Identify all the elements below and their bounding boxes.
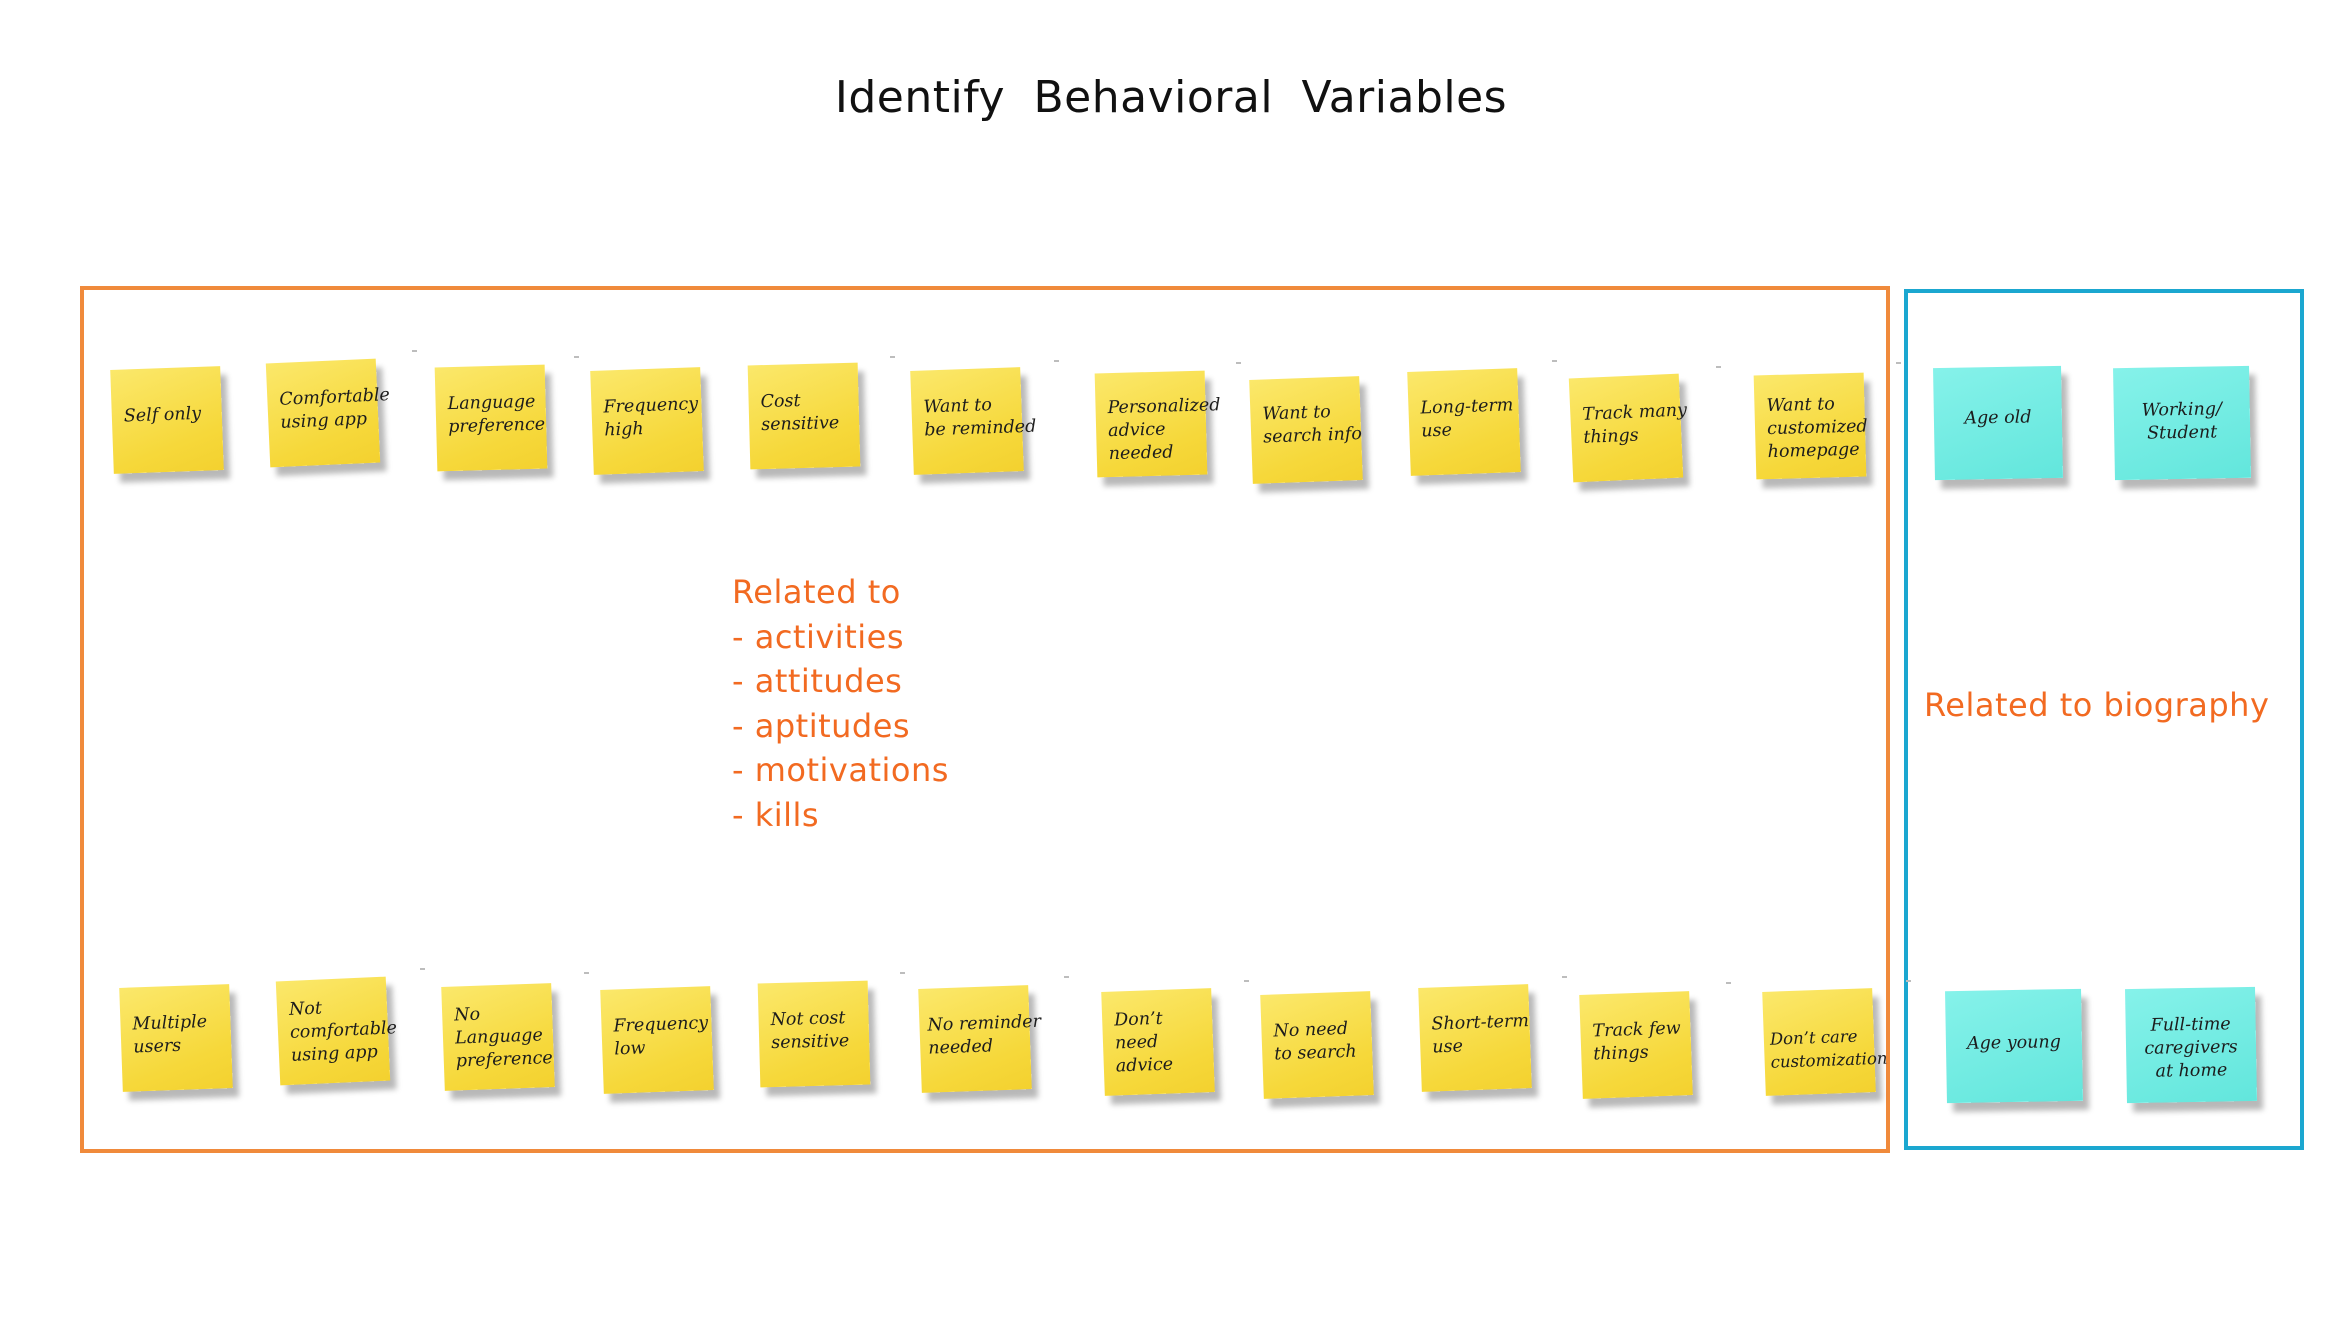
separator-tick [1906,980,1911,982]
sticky-note-self-only[interactable]: Self only [110,366,224,474]
separator-tick [1054,360,1059,362]
sticky-note-no-reminder-needed[interactable]: No reminder needed [918,985,1041,1093]
sticky-note-age-old[interactable]: Age old [1933,365,2063,481]
sticky-note-long-term-use[interactable]: Long-term use [1407,368,1521,476]
sticky-note-comfortable-using-app[interactable]: Comfortable using app [265,358,390,468]
sticky-note-dont-care-customization[interactable]: Don’t care customization [1762,988,1888,1096]
separator-tick [1562,976,1567,978]
sticky-note-not-comfortable-using-app[interactable]: Not comfortable using app [275,976,397,1086]
sticky-note-working-student[interactable]: Working/ Student [2113,365,2251,481]
sticky-note-want-to-be-reminded[interactable]: Want to be reminded [910,367,1037,475]
sticky-note-not-cost-sensitive[interactable]: Not cost sensitive [757,980,871,1088]
behavioral-variables-frame [80,286,1890,1153]
separator-tick [1552,360,1557,362]
separator-tick [1726,982,1731,984]
sticky-note-age-young[interactable]: Age young [1945,988,2083,1104]
separator-tick [1244,980,1249,982]
sticky-note-short-term-use[interactable]: Short-term use [1418,984,1532,1092]
sticky-note-cost-sensitive[interactable]: Cost sensitive [747,362,861,470]
separator-tick [412,350,417,352]
separator-tick [890,356,895,358]
sticky-note-frequency-high[interactable]: Frequency high [590,367,704,475]
biography-annotation: Related to biography [1924,686,2270,724]
biography-frame [1904,289,2304,1150]
behavioral-annotation: Related to - activities - attitudes - ap… [732,573,949,834]
separator-tick [574,356,579,358]
page-title: Identify Behavioral Variables [834,72,1508,123]
separator-tick [584,972,589,974]
sticky-note-personalized-advice-needed[interactable]: Personalized advice needed [1094,370,1221,478]
separator-tick [1236,362,1241,364]
sticky-note-want-to-search-info[interactable]: Want to search info [1249,376,1363,484]
separator-tick [420,968,425,970]
sticky-note-track-few-things[interactable]: Track few things [1579,991,1693,1099]
sticky-note-language-preference[interactable]: Language preference [434,364,548,472]
separator-tick [1716,366,1721,368]
sticky-note-no-language-preference[interactable]: No Language preference [441,983,555,1091]
sticky-note-track-many-things[interactable]: Track many things [1568,373,1687,483]
sticky-note-no-need-to-search[interactable]: No need to search [1260,991,1374,1099]
separator-tick [1896,362,1901,364]
separator-tick [900,972,905,974]
sticky-note-frequency-low[interactable]: Frequency low [600,986,714,1094]
separator-tick [1064,976,1069,978]
sticky-note-dont-need-advice[interactable]: Don’t need advice [1101,988,1215,1096]
sticky-note-multiple-users[interactable]: Multiple users [119,984,233,1092]
sticky-note-full-time-caregivers[interactable]: Full-time caregivers at home [2125,986,2257,1104]
sticky-note-want-to-customized-homepage[interactable]: Want to customized homepage [1753,372,1868,480]
